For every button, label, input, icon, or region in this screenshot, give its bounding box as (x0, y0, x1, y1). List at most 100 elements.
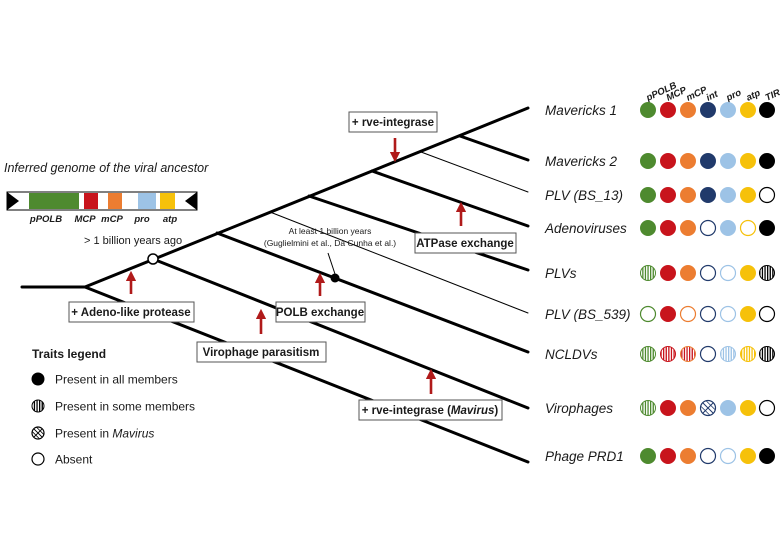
trait-virophages-pro (720, 400, 736, 416)
trait-phage-prd1-mcp (660, 448, 676, 464)
legend-label: Present in Mavirus (55, 427, 154, 441)
genome-label-ppolb: pPOLB (29, 214, 62, 225)
trait-mavericks-2-ppolb (640, 153, 656, 169)
branch-adenoviruses (370, 169, 530, 228)
taxon-row-ncldvs: NCLDVs (545, 345, 775, 363)
event-box-polb-exchange (275, 301, 366, 323)
trait-adenoviruses-int (699, 219, 717, 237)
legend-item-absent: Absent (31, 452, 93, 467)
taxon-label: Phage PRD1 (545, 449, 624, 464)
genome-segment-atp (160, 193, 175, 209)
event-labels: + Adeno-like protease Virophage parasiti… (68, 111, 517, 421)
polb-age-line2: (Guglielmini et al., Da Cunha et al.) (264, 238, 396, 248)
taxon-row-plvs: PLVs (545, 264, 775, 282)
trait-ncldvs-pro (720, 346, 736, 362)
trait-header-int: int (705, 88, 721, 103)
trait-adenoviruses-ppolb (640, 220, 656, 236)
root-age-label: > 1 billion years ago (84, 235, 182, 247)
trait-virophages-mcp (660, 400, 676, 416)
trait-header-tirs: TIRs (764, 85, 780, 104)
genome-segment-mcp (84, 193, 98, 209)
trait-phage-prd1-tirs (759, 448, 775, 464)
polb-note-pointer (327, 252, 336, 275)
event-box-rve-integrase (348, 111, 438, 133)
trait-mavericks-2-pro (720, 153, 736, 169)
trait-plv-bs-539-mcp (660, 306, 676, 322)
taxon-label: Mavericks 1 (545, 103, 617, 118)
taxon-label: NCLDVs (545, 347, 598, 362)
trait-plv-bs-539-ppolb (639, 305, 657, 323)
trait-plvs-mcp (680, 265, 696, 281)
trait-ncldvs-int (699, 345, 717, 363)
trait-mavericks-2-atp (740, 153, 756, 169)
trait-mavericks-1-int (700, 102, 716, 118)
branch-ncldvs (215, 231, 530, 354)
trait-adenoviruses-tirs (759, 220, 775, 236)
trait-mavericks-1-tirs (759, 102, 775, 118)
taxon-row-adenoviruses: Adenoviruses (544, 219, 775, 237)
taxon-label: PLV (BS_13) (545, 188, 623, 203)
trait-phage-prd1-int (699, 447, 717, 465)
trait-adenoviruses-atp (739, 219, 757, 237)
legend-symbol-mavirus (31, 426, 45, 440)
event-box-adeno-like-protease (68, 301, 195, 323)
traits-legend: Traits legend Present in all membersPres… (31, 347, 195, 467)
trait-plvs-mcp (660, 265, 676, 281)
branch-virophages (151, 257, 530, 410)
trait-adenoviruses-pro (720, 220, 736, 236)
legend-symbol-full (31, 372, 45, 386)
trait-adenoviruses-mcp (660, 220, 676, 236)
trait-mavericks-2-mcp (680, 153, 696, 169)
trait-plv-bs-13-atp (740, 187, 756, 203)
trait-mavericks-2-int (700, 153, 716, 169)
legend-label: Present in all members (55, 373, 178, 387)
ancestor-genome: Inferred genome of the viral ancestor pP… (4, 161, 209, 225)
trait-plv-bs-13-pro (720, 187, 736, 203)
taxon-row-mavericks-1: Mavericks 1 (545, 102, 775, 118)
trait-mavericks-2-mcp (660, 153, 676, 169)
legend-item-mavirus: Present in Mavirus (31, 426, 154, 441)
trait-plvs-atp (740, 265, 756, 281)
genome-left-tir-icon (7, 192, 19, 210)
event-rve-integrase-mavirus: + rve-integrase (Mavirus) (362, 405, 499, 417)
genome-label-pro: pro (133, 214, 150, 225)
event-box-virophage-parasitism (196, 341, 327, 363)
genome-label-mcp: MCP (74, 214, 96, 225)
branch-upper-main (83, 106, 530, 289)
legend-label: Absent (55, 453, 93, 467)
trait-plv-bs-539-pro (719, 305, 737, 323)
taxon-row-phage-prd1: Phage PRD1 (545, 447, 775, 465)
taxon-row-plv-bs-539: PLV (BS_539) (545, 305, 776, 323)
trait-phage-prd1-ppolb (640, 448, 656, 464)
taxon-row-virophages: Virophages (545, 399, 776, 417)
trait-virophages-atp (740, 400, 756, 416)
genome-title: Inferred genome of the viral ancestor (4, 161, 209, 175)
trait-header-pro: pro (724, 87, 744, 104)
taxon-label: Mavericks 2 (545, 154, 618, 169)
trait-mavericks-1-mcp (660, 102, 676, 118)
legend-title: Traits legend (32, 347, 106, 361)
trait-header-atp: atp (745, 88, 763, 104)
legend-symbol-some (31, 399, 45, 413)
trait-plv-bs-13-int (700, 187, 716, 203)
event-adeno-like-protease: + Adeno-like protease (71, 307, 190, 319)
genome-segment-ppolb (29, 193, 79, 209)
event-atpase-exchange: ATPase exchange (416, 238, 514, 250)
trait-virophages-tirs (758, 399, 776, 417)
genome-right-tir-icon (185, 192, 197, 210)
taxon-row-plv-bs-13: PLV (BS_13) (545, 186, 776, 204)
trait-plv-bs-539-atp (740, 306, 756, 322)
event-rve-integrase: + rve-integrase (352, 117, 434, 129)
event-virophage-parasitism: Virophage parasitism (203, 347, 320, 359)
legend-symbol-absent (31, 452, 45, 466)
trait-plv-bs-539-tirs (758, 305, 776, 323)
trait-adenoviruses-mcp (680, 220, 696, 236)
legend-item-some: Present in some members (31, 399, 195, 414)
trait-ncldvs-mcp (660, 346, 676, 362)
taxon-label: Virophages (545, 401, 613, 416)
trait-mavericks-1-mcp (680, 102, 696, 118)
trait-plvs-pro (719, 264, 737, 282)
polb-exchange-node (330, 273, 340, 283)
trait-ncldvs-tirs (759, 346, 775, 362)
